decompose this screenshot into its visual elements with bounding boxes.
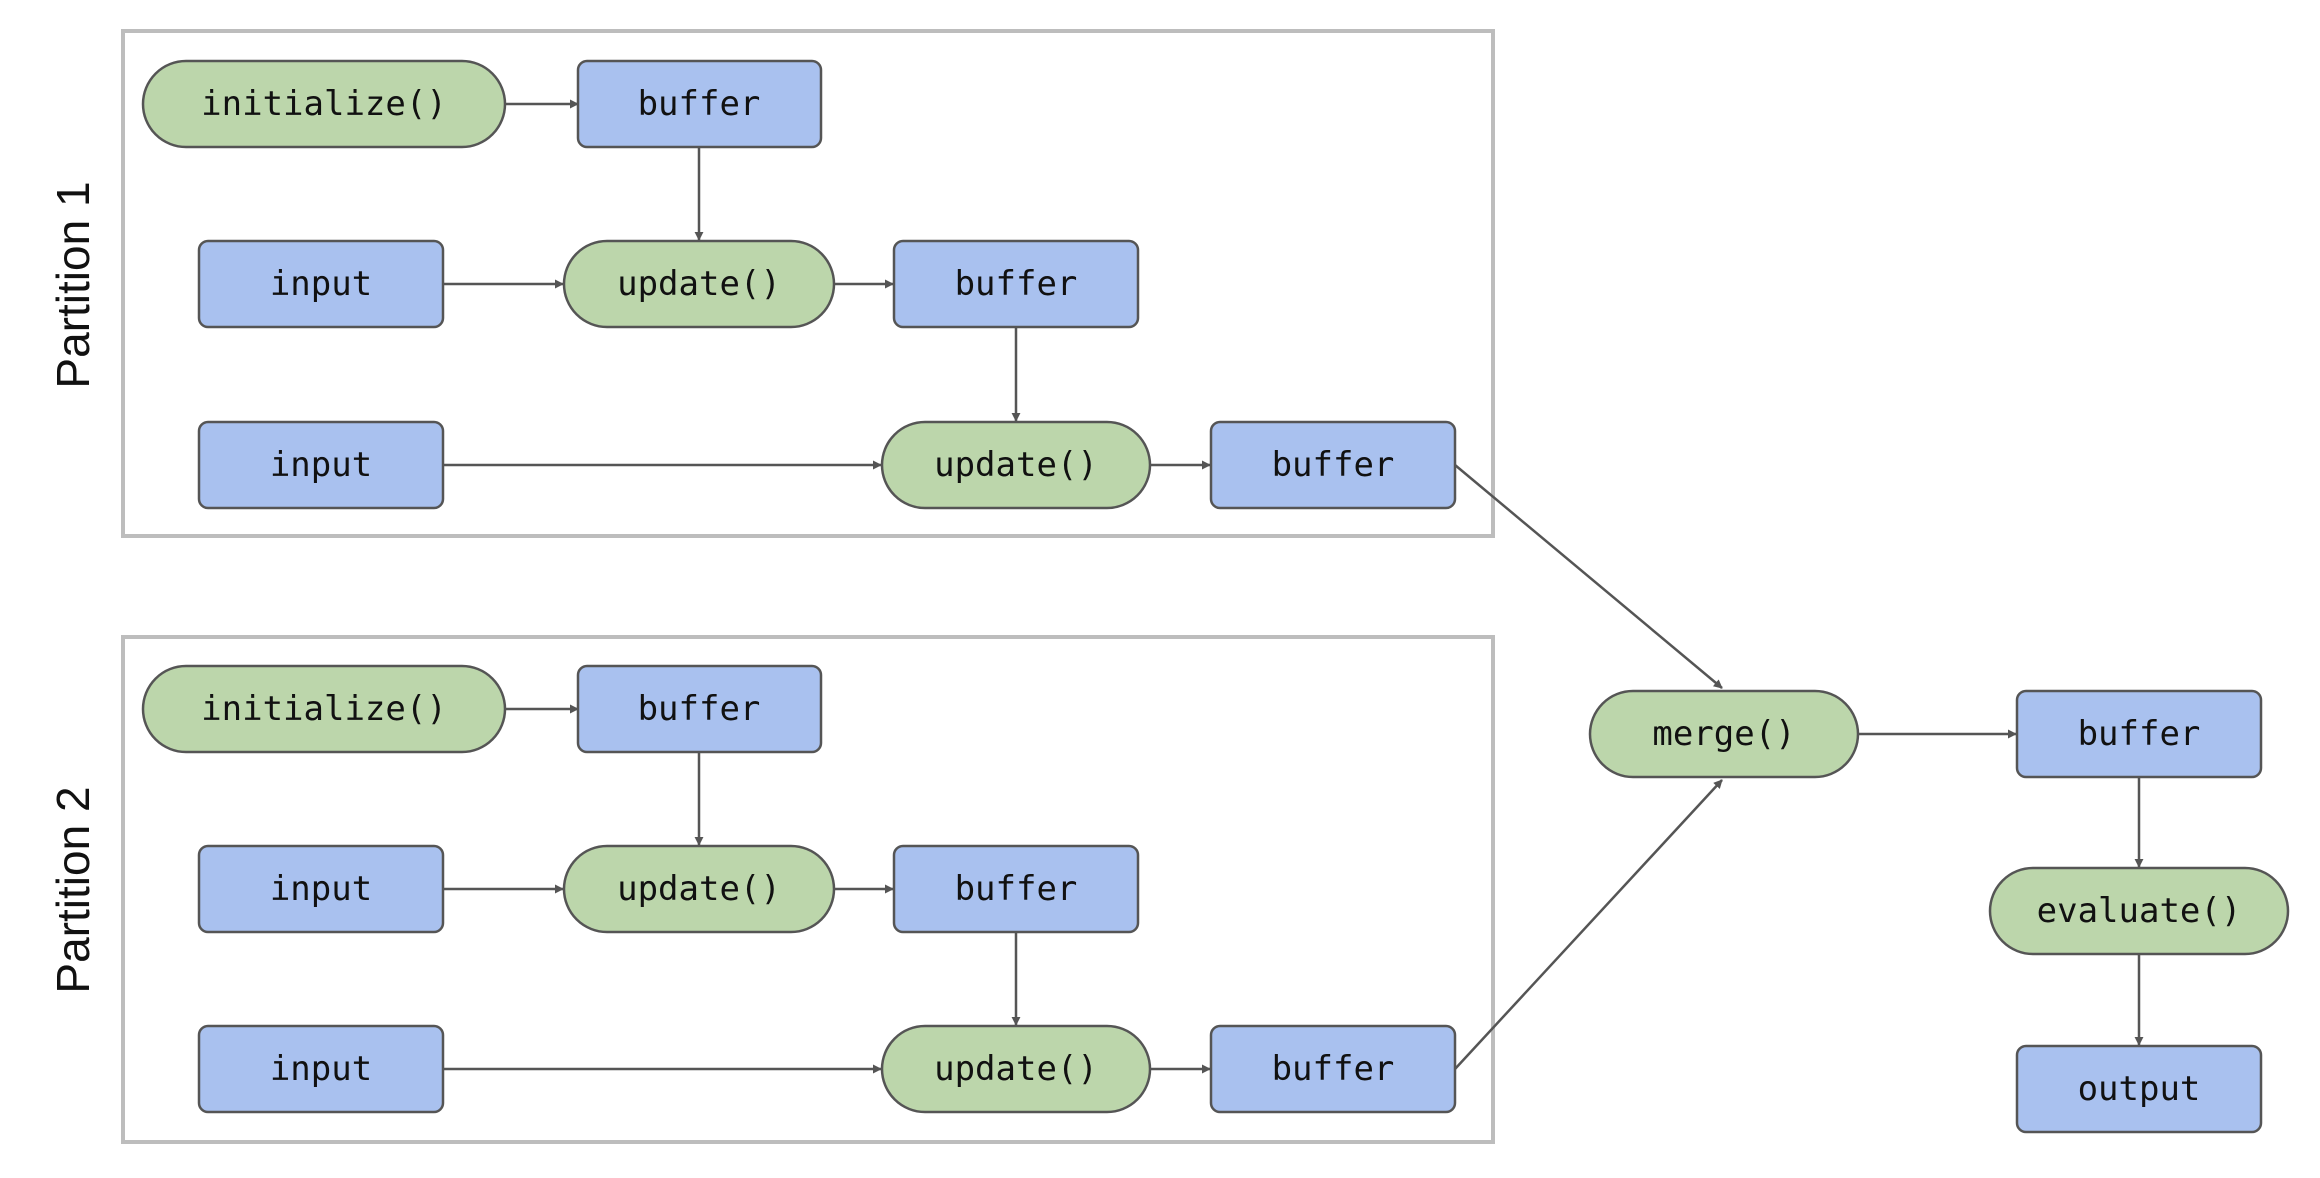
p2-update-node-2: update() xyxy=(880,1024,1152,1114)
p1-initialize-label: initialize() xyxy=(201,84,447,124)
p2-update-label-1: update() xyxy=(617,869,781,909)
partition-2: Partition 2 initialize() buffer input up… xyxy=(47,635,1495,1144)
p2-update-label-2: update() xyxy=(934,1049,1098,1089)
p2-initialize-label: initialize() xyxy=(201,689,447,729)
p2-update-node-1: update() xyxy=(562,844,836,934)
p1-input-label-1: input xyxy=(270,264,372,304)
partition-2-label: Partition 2 xyxy=(47,786,99,993)
p2-buffer-node-2: buffer xyxy=(892,844,1140,934)
final-buffer-label: buffer xyxy=(2078,714,2201,754)
final-buffer-node: buffer xyxy=(2015,689,2263,779)
p1-buffer-node-1: buffer xyxy=(576,59,823,149)
output-node: output xyxy=(2015,1044,2263,1134)
final-stage: merge() buffer evaluate() output xyxy=(1454,464,2290,1134)
merge-node: merge() xyxy=(1588,689,1860,779)
partition-1: Partition 1 initialize() buffer input up… xyxy=(47,29,1495,538)
output-label: output xyxy=(2078,1069,2201,1109)
p1-buffer-label-3: buffer xyxy=(1272,445,1395,485)
p1-buffer-label-2: buffer xyxy=(955,264,1078,304)
p1-initialize-node: initialize() xyxy=(141,59,507,149)
p2-input-node-2: input xyxy=(197,1024,445,1114)
p1-buffer-label-1: buffer xyxy=(638,84,761,124)
p1-update-label-2: update() xyxy=(934,445,1098,485)
p2-buffer-node-1: buffer xyxy=(576,664,823,754)
p1-buffer-node-3: buffer xyxy=(1209,420,1457,510)
p1-input-node-1: input xyxy=(197,239,445,329)
edge-partition-1-to-merge xyxy=(1454,464,1723,689)
p1-input-node-2: input xyxy=(197,420,445,510)
p1-update-node-2: update() xyxy=(880,420,1152,510)
p2-initialize-node: initialize() xyxy=(141,664,507,754)
p2-input-label-1: input xyxy=(270,869,372,909)
merge-label: merge() xyxy=(1652,714,1795,754)
p2-buffer-node-3: buffer xyxy=(1209,1024,1457,1114)
edge-partition-2-to-merge xyxy=(1454,779,1723,1070)
p2-buffer-label-1: buffer xyxy=(638,689,761,729)
p1-update-label-1: update() xyxy=(617,264,781,304)
evaluate-label: evaluate() xyxy=(2037,891,2242,931)
partition-1-label: Partition 1 xyxy=(47,181,99,388)
evaluate-node: evaluate() xyxy=(1988,866,2290,956)
p1-update-node-1: update() xyxy=(562,239,836,329)
p2-buffer-label-3: buffer xyxy=(1272,1049,1395,1089)
p1-buffer-node-2: buffer xyxy=(892,239,1140,329)
p2-buffer-label-2: buffer xyxy=(955,869,1078,909)
p1-input-label-2: input xyxy=(270,445,372,485)
p2-input-node-1: input xyxy=(197,844,445,934)
p2-input-label-2: input xyxy=(270,1049,372,1089)
